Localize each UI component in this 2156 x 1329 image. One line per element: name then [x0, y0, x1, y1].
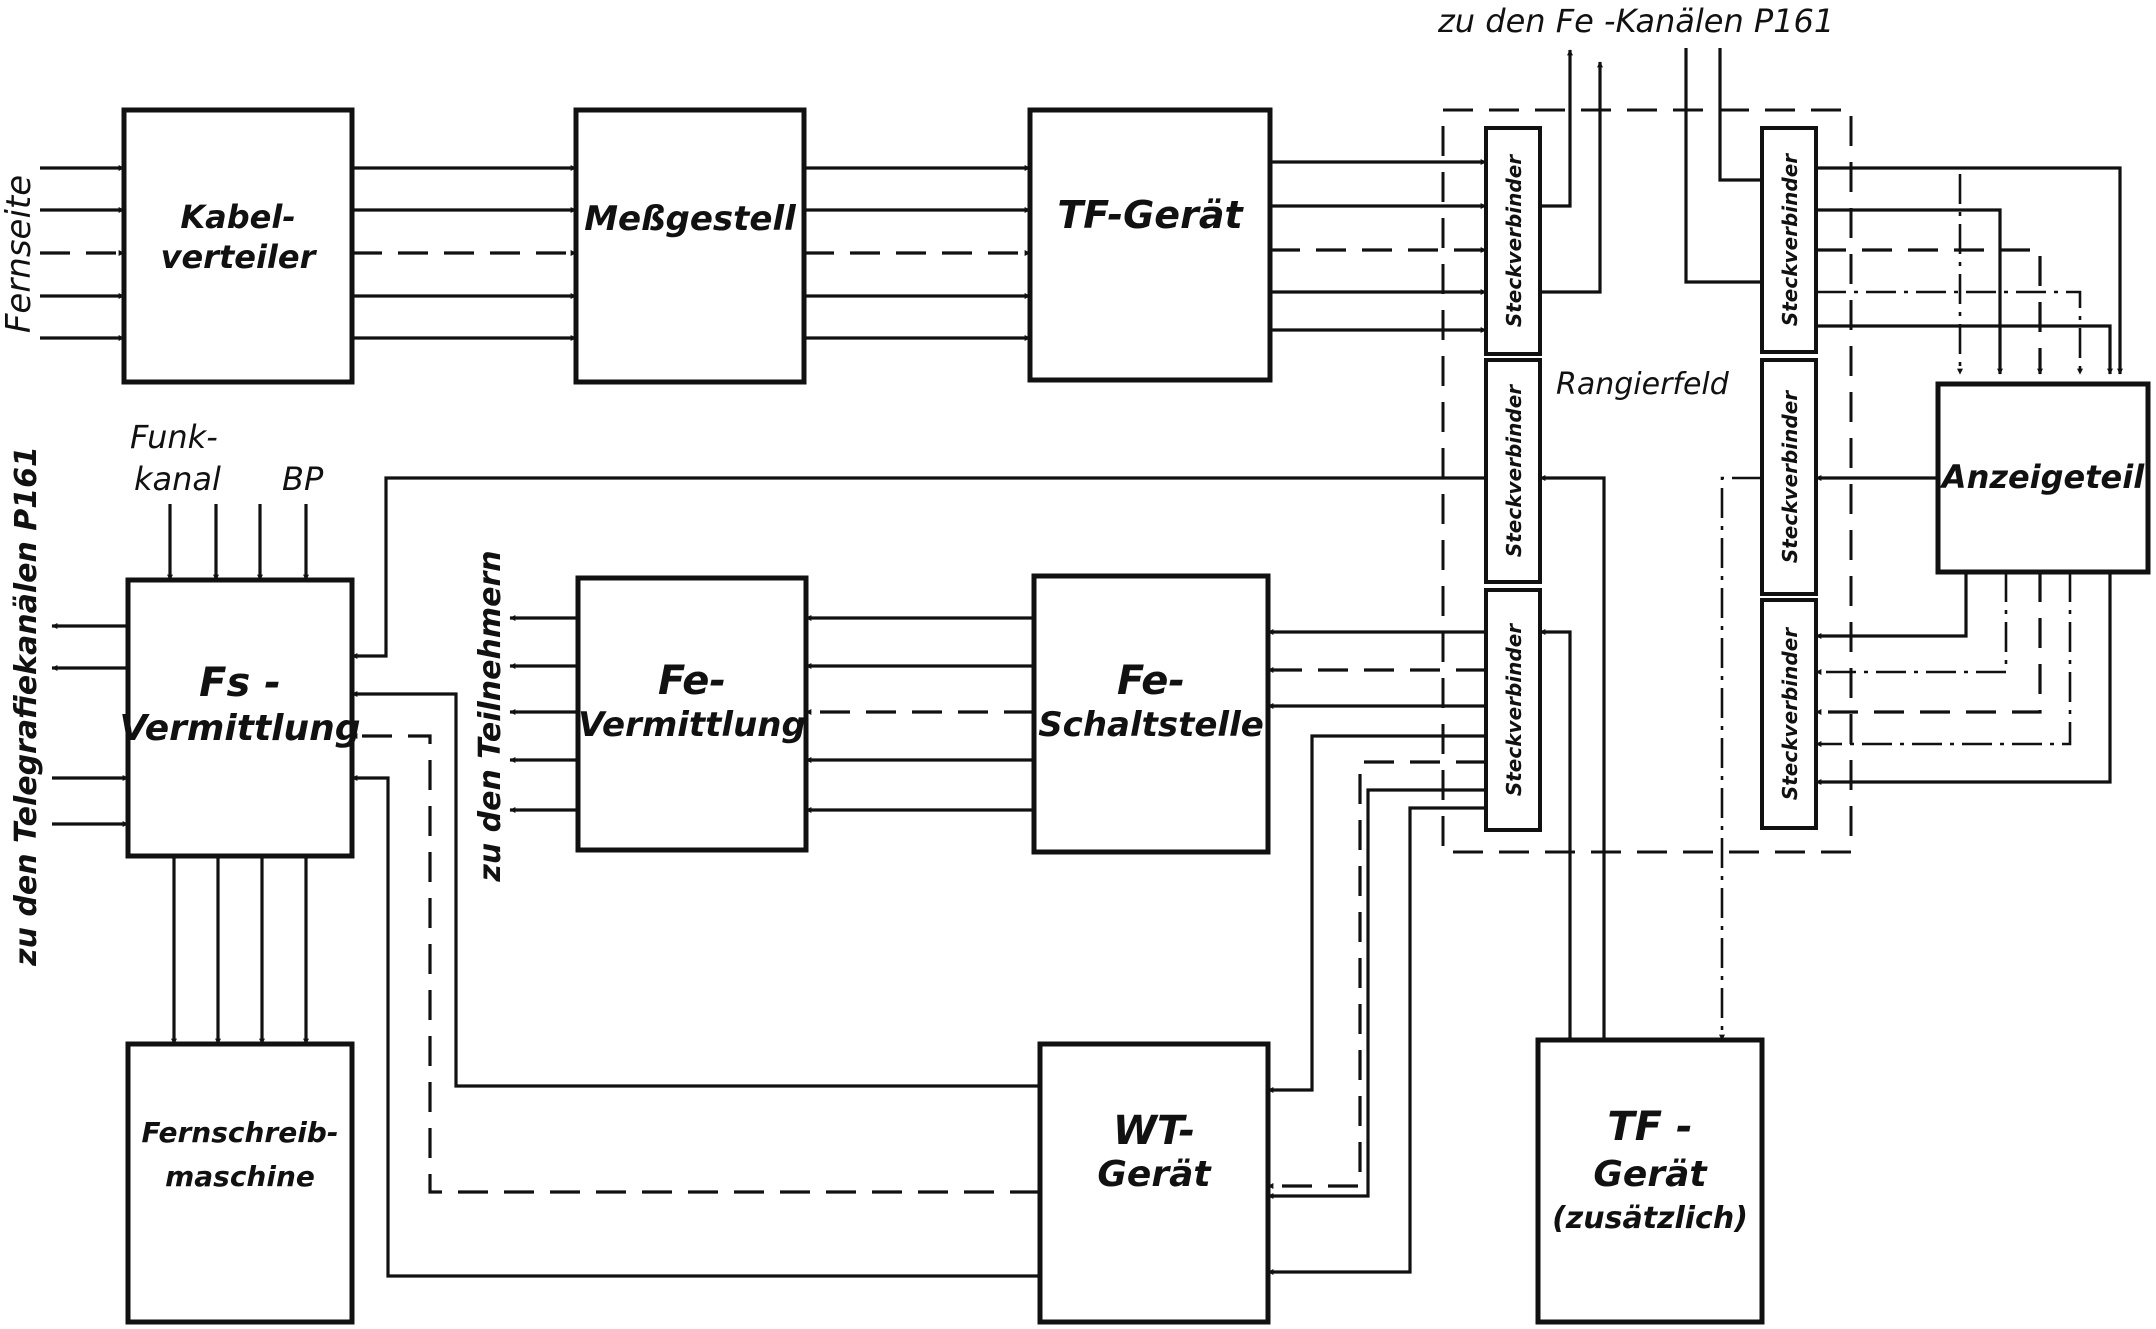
fe-schaltstelle-label-1: Fe- — [1117, 658, 1185, 704]
wt-to-fs-loop2 — [351, 733, 1040, 1194]
wt-geraet-box — [1037, 1041, 1271, 1325]
steckverbinder-right-2 — [1760, 358, 1818, 596]
kabelverteiler-box — [121, 107, 355, 385]
fernschreibmaschine-label-1: Fernschreib- — [142, 1116, 339, 1149]
steckverbinder-left-3 — [1484, 588, 1542, 832]
steckverbinder-left-2 — [1484, 358, 1542, 584]
fe-vermittlung-label-2: Vermittlung — [578, 705, 806, 745]
steckverbinder-label-l1: Steckverbinder — [1502, 154, 1526, 327]
fs-vermittlung-box — [125, 577, 355, 859]
steckverbinder-label-r1: Steckverbinder — [1778, 153, 1802, 326]
steckverbinder-label-r2: Steckverbinder — [1778, 390, 1802, 563]
tf-geraet-box — [1027, 107, 1273, 383]
sv-to-fs-loop — [351, 476, 1486, 659]
tf-to-sv-lines — [1270, 159, 1487, 333]
sv-to-anzeige-lines — [1816, 166, 2123, 375]
fs-to-fsm-lines — [171, 856, 309, 1045]
anzeigeteil-label: Anzeigeteil — [1939, 458, 2145, 496]
kabel-to-mess-lines — [352, 165, 577, 341]
funk-bp-inputs — [167, 504, 309, 581]
fe-vermittlung-label-1: Fe- — [658, 658, 726, 704]
telegrafie-label: zu den Telegrafiekanälen P161 — [9, 446, 44, 967]
kabelverteiler-label-2: verteiler — [161, 238, 318, 276]
fernseite-inputs — [40, 165, 125, 341]
fe-schaltstelle-label-2: Schaltstelle — [1038, 705, 1264, 745]
messgestell-box — [573, 107, 807, 385]
bp-label: BP — [282, 460, 324, 498]
rangierfeld-label: Rangierfeld — [1556, 367, 1730, 402]
fernschreibmaschine-label-2: maschine — [165, 1160, 315, 1193]
anzeigeteil-box — [1935, 381, 2151, 575]
fs-vermittlung-label-1: Fs - — [199, 660, 281, 706]
rangierfeld-frame — [1441, 108, 1853, 854]
fs-vermittlung-label-2: Vermittlung — [119, 708, 360, 749]
steckverbinder-label-r3: Steckverbinder — [1778, 627, 1802, 800]
wt-to-fs-loop3 — [351, 775, 1040, 1278]
tfz-to-svbot-line — [1539, 629, 1572, 1040]
kabelverteiler-label-1: Kabel- — [180, 198, 295, 236]
fs-to-telegrafie-lines — [51, 623, 129, 827]
anzeige-to-svbottom-lines — [1815, 572, 2112, 785]
kanal-label: kanal — [134, 460, 221, 498]
steckverbinder-group: Steckverbinder Steckverbinder Steckverbi… — [1484, 126, 1818, 832]
steckverbinder-label-l3: Steckverbinder — [1502, 623, 1526, 796]
tf-zusaetzlich-label-3: (zusätzlich) — [1552, 1201, 1748, 1236]
steckverbinder-left-1 — [1484, 126, 1542, 356]
tf-zusaetzlich-label-2: Gerät — [1593, 1154, 1708, 1195]
wt-to-fs-loop1 — [351, 691, 1040, 1088]
fev-to-teilnehmer-lines — [509, 615, 578, 813]
wt-geraet-label-2: Gerät — [1097, 1154, 1212, 1195]
steckverbinder-right-3 — [1760, 598, 1818, 830]
schalt-to-fev-lines — [805, 615, 1034, 813]
funk-label: Funk- — [130, 418, 218, 456]
fe-kanaele-out-lines — [1540, 48, 1762, 294]
steckverbinder-label-l2: Steckverbinder — [1502, 384, 1526, 557]
tf-geraet-zusaetzlich-box — [1535, 1037, 1765, 1325]
tf-zusaetzlich-label-1: TF - — [1607, 1104, 1692, 1150]
teilnehmer-label: zu den Teilnehmern — [473, 550, 508, 882]
fernseite-label: Fernseite — [0, 175, 39, 333]
wt-geraet-label-1: WT- — [1113, 1108, 1195, 1154]
fernschreibmaschine-box — [125, 1041, 355, 1325]
messgestell-label: Meßgestell — [584, 199, 797, 239]
steckverbinder-right-1 — [1760, 126, 1818, 354]
fe-kanaele-label: zu den Fe -Kanälen P161 — [1437, 2, 1834, 40]
tf-geraet-label: TF-Gerät — [1057, 193, 1244, 237]
fe-schaltstelle-box — [1031, 573, 1271, 855]
sv-to-schalt-lines — [1267, 629, 1486, 709]
fe-vermittlung-box — [575, 575, 809, 853]
tfz-to-svmid-line — [1539, 475, 1606, 1040]
mess-to-tf-lines — [804, 165, 1031, 341]
sv-to-wt-lines — [1267, 734, 1486, 1275]
rsv-to-tfz-line — [1719, 476, 1762, 1041]
